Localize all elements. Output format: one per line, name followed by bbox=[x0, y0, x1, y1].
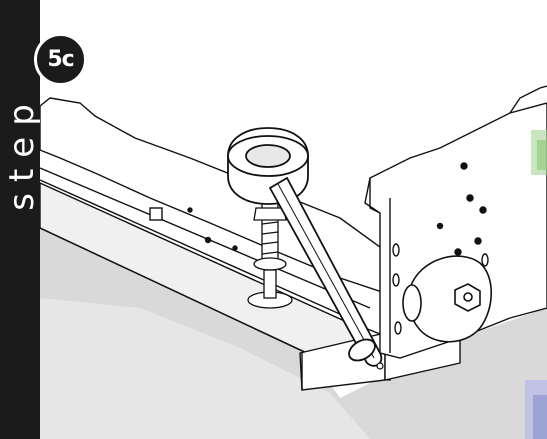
leveling-foot bbox=[247, 192, 293, 309]
step-label: step bbox=[2, 93, 42, 211]
step-sidebar bbox=[0, 0, 40, 439]
illustration-panel bbox=[40, 8, 547, 439]
right-edge-decor bbox=[525, 130, 547, 439]
caster-wheel bbox=[402, 255, 492, 343]
leveling-foot-wrench-illustration bbox=[40, 85, 547, 439]
step-number-badge: 5c bbox=[34, 33, 87, 86]
corner-bolt bbox=[376, 362, 384, 370]
adjustment-wrench bbox=[227, 127, 383, 367]
floor-lighter bbox=[40, 298, 370, 439]
